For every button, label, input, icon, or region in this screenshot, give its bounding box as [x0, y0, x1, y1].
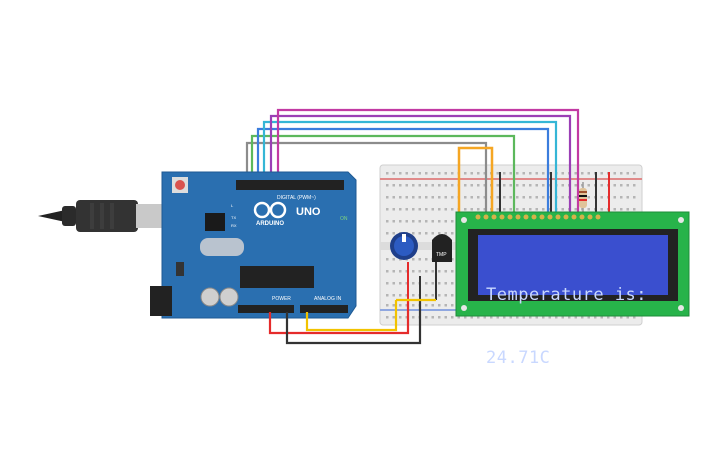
reset-button[interactable]: [175, 180, 185, 190]
sensor-label: TMP: [436, 252, 447, 258]
wire-magenta: [276, 108, 580, 217]
rx-label: RX: [231, 223, 237, 228]
breadboard-jumpers: [407, 172, 610, 300]
wire-red-5v: [268, 300, 410, 335]
model-label: UNO: [296, 206, 321, 218]
brand-label: ARDUINO: [256, 221, 284, 227]
wire-purple: [269, 114, 572, 217]
lcd-display-text: Temperature is: 24.71C: [486, 243, 676, 390]
tx-label: TX: [231, 215, 236, 220]
wire-yellow-a0: [305, 298, 436, 332]
lcd-screen: [478, 235, 668, 295]
analog-label: ANALOG IN: [314, 296, 342, 302]
wire-cyan: [262, 120, 558, 217]
potentiometer[interactable]: [390, 232, 418, 260]
l-label: L: [231, 203, 234, 208]
lcd-module[interactable]: [455, 211, 690, 317]
lcd-line-1: Temperature is:: [486, 285, 648, 305]
lcd-line-2: 24.71C: [486, 348, 551, 368]
power-wires: [268, 298, 436, 345]
wire-green: [250, 134, 516, 217]
lcd-signal-wires: [245, 108, 580, 217]
digital-label: DIGITAL (PWM~): [277, 195, 316, 201]
wire-blue: [256, 127, 550, 217]
wire-gray: [245, 141, 488, 217]
lcd-pins: [475, 214, 601, 220]
usb-cable[interactable]: [38, 200, 166, 232]
resistor[interactable]: [579, 182, 587, 214]
wire-black-gnd: [285, 300, 422, 345]
arduino-logo-icon: [253, 201, 287, 219]
power-label: POWER: [272, 296, 291, 302]
on-label: ON: [340, 216, 348, 222]
temperature-sensor[interactable]: TMP: [432, 234, 452, 262]
arduino-board[interactable]: UNO ARDUINO DIGITAL (PWM~) POWER ANALOG …: [150, 171, 357, 319]
